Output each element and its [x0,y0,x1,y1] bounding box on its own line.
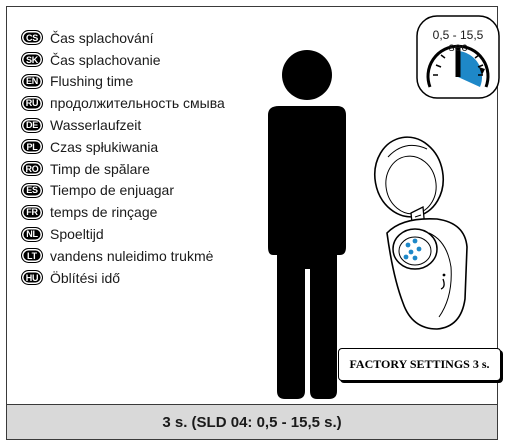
factory-settings-label: FACTORY SETTINGS 3 s. [349,357,490,371]
language-label-sk: Čas splachovanie [50,51,161,68]
language-item-fr: FR temps de rinçage [21,201,225,223]
language-label-pl: Czas spłukiwania [50,138,159,155]
timer-unit-label: sec [448,40,468,54]
factory-settings-badge: FACTORY SETTINGS 3 s. [338,348,501,381]
language-badge-sk: SK [21,52,43,68]
urinal-device-icon [374,136,468,330]
footer-settings-text: 3 s. (SLD 04: 0,5 - 15,5 s.) [162,413,342,431]
language-label-en: Flushing time [50,73,134,90]
language-label-de: Wasserlaufzeit [50,117,142,134]
language-item-de: DE Wasserlaufzeit [21,114,225,136]
language-item-es: ES Tiempo de enjuagar [21,180,225,202]
language-list: CS Čas splachování SK Čas splachovanie EN F… [21,27,225,289]
language-label-cs: Čas splachování [50,29,154,46]
language-badge-pl: PL [21,139,43,155]
timer-range-label: 0,5 - 15,5 [432,28,484,42]
language-label-lt: vandens nuleidimo trukmė [50,247,214,264]
language-badge-de: DE [21,117,43,133]
language-item-ru: RU продолжительность смыва [21,92,225,114]
language-item-lt: LT vandens nuleidimo trukmė [21,245,225,267]
language-badge-fr: FR [21,204,43,220]
language-label-ro: Timp de spălare [50,160,150,177]
footer-bar: 3 s. (SLD 04: 0,5 - 15,5 s.) [7,404,497,439]
stopwatch-dial-icon [416,15,500,99]
language-badge-ru: RU [21,95,43,111]
language-badge-hu: HU [21,270,43,286]
language-badge-lt: LT [21,248,43,264]
language-label-fr: temps de rinçage [50,204,158,221]
language-label-es: Tiempo de enjuagar [50,182,175,199]
instruction-panel: CS Čas splachování SK Čas splachovanie EN F… [6,6,501,440]
language-badge-es: ES [21,182,43,198]
language-badge-nl: NL [21,226,43,242]
language-item-hu: HU Öblítési idő [21,267,225,289]
language-item-pl: PL Czas spłukiwania [21,136,225,158]
language-item-en: EN Flushing time [21,71,225,93]
language-label-hu: Öblítési idő [50,269,121,286]
language-item-nl: NL Spoeltijd [21,223,225,245]
language-label-nl: Spoeltijd [50,226,104,243]
language-badge-ro: RO [21,161,43,177]
language-badge-cs: CS [21,30,43,46]
language-item-sk: SK Čas splachovanie [21,49,225,71]
language-label-ru: продолжительность смыва [50,95,225,112]
language-item-ro: RO Timp de spălare [21,158,225,180]
person-silhouette-icon [268,50,346,399]
language-item-cs: CS Čas splachování [21,27,225,49]
language-badge-en: EN [21,73,43,89]
